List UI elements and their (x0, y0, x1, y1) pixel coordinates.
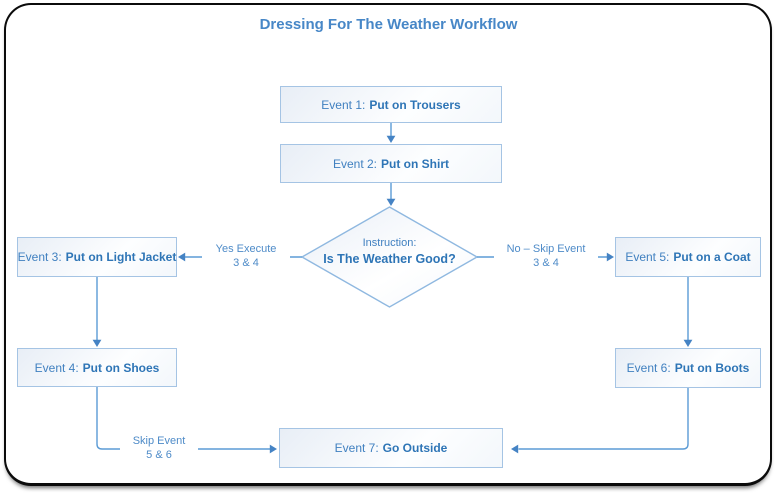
node-prefix: Event 5: (625, 250, 670, 264)
edge-label-line1: Yes Execute (215, 243, 277, 255)
edge-label-line1: Skip Event (132, 435, 186, 447)
node-prefix: Event 2: (332, 156, 378, 171)
arrowhead-left-event3 (178, 252, 186, 262)
node-label: Put on Trousers (369, 97, 461, 112)
node-event-6: Event 6: Put on Boots (615, 348, 761, 388)
diagram-title: Dressing For The Weather Workflow (259, 16, 518, 33)
node-label: Put on Light Jacket (65, 250, 177, 264)
node-event-5: Event 5: Put on a Coat (615, 237, 761, 277)
node-label: Put on Shoes (82, 360, 160, 375)
node-prefix: Event 6: (626, 361, 671, 375)
node-label: Put on a Coat (673, 250, 751, 264)
node-label: Put on Boots (674, 361, 750, 375)
node-prefix: Event 4: (34, 360, 79, 375)
edge-label-line2: 5 & 6 (146, 449, 172, 461)
arrowhead-down-decision (386, 198, 396, 206)
edge-label-line2: 3 & 4 (233, 257, 259, 269)
arrowhead-down-event4 (92, 339, 102, 347)
node-event-4: Event 4: Put on Shoes (17, 348, 177, 387)
connector-event4-event7 (96, 387, 270, 450)
arrowhead-left-event7 (511, 444, 519, 454)
node-label: Put on Shirt (381, 156, 450, 171)
node-prefix: Event 7: (334, 441, 379, 455)
edge-label-line1: No – Skip Event (506, 243, 586, 255)
edge-label-no: No – Skip Event 3 & 4 (494, 242, 598, 270)
arrowhead-down-event2 (386, 135, 396, 143)
edge-label-line2: 3 & 4 (533, 257, 559, 269)
arrowhead-right-event5 (606, 252, 614, 262)
arrowhead-right-event7 (269, 444, 277, 454)
node-event-7: Event 7: Go Outside (279, 428, 503, 468)
arrowhead-down-event6 (683, 339, 693, 347)
decision-diamond-shape (300, 206, 479, 308)
node-event-1: Event 1: Put on Trousers (280, 86, 502, 123)
node-prefix: Event 1: (321, 97, 366, 112)
node-event-2: Event 2: Put on Shirt (280, 144, 502, 183)
connector-event6-event7 (518, 388, 689, 450)
node-label: Go Outside (382, 441, 448, 455)
node-prefix: Event 3: (17, 250, 62, 264)
edge-label-skip: Skip Event 5 & 6 (120, 434, 198, 462)
edge-label-yes: Yes Execute 3 & 4 (202, 242, 290, 270)
node-event-3: Event 3: Put on Light Jacket (17, 237, 177, 277)
